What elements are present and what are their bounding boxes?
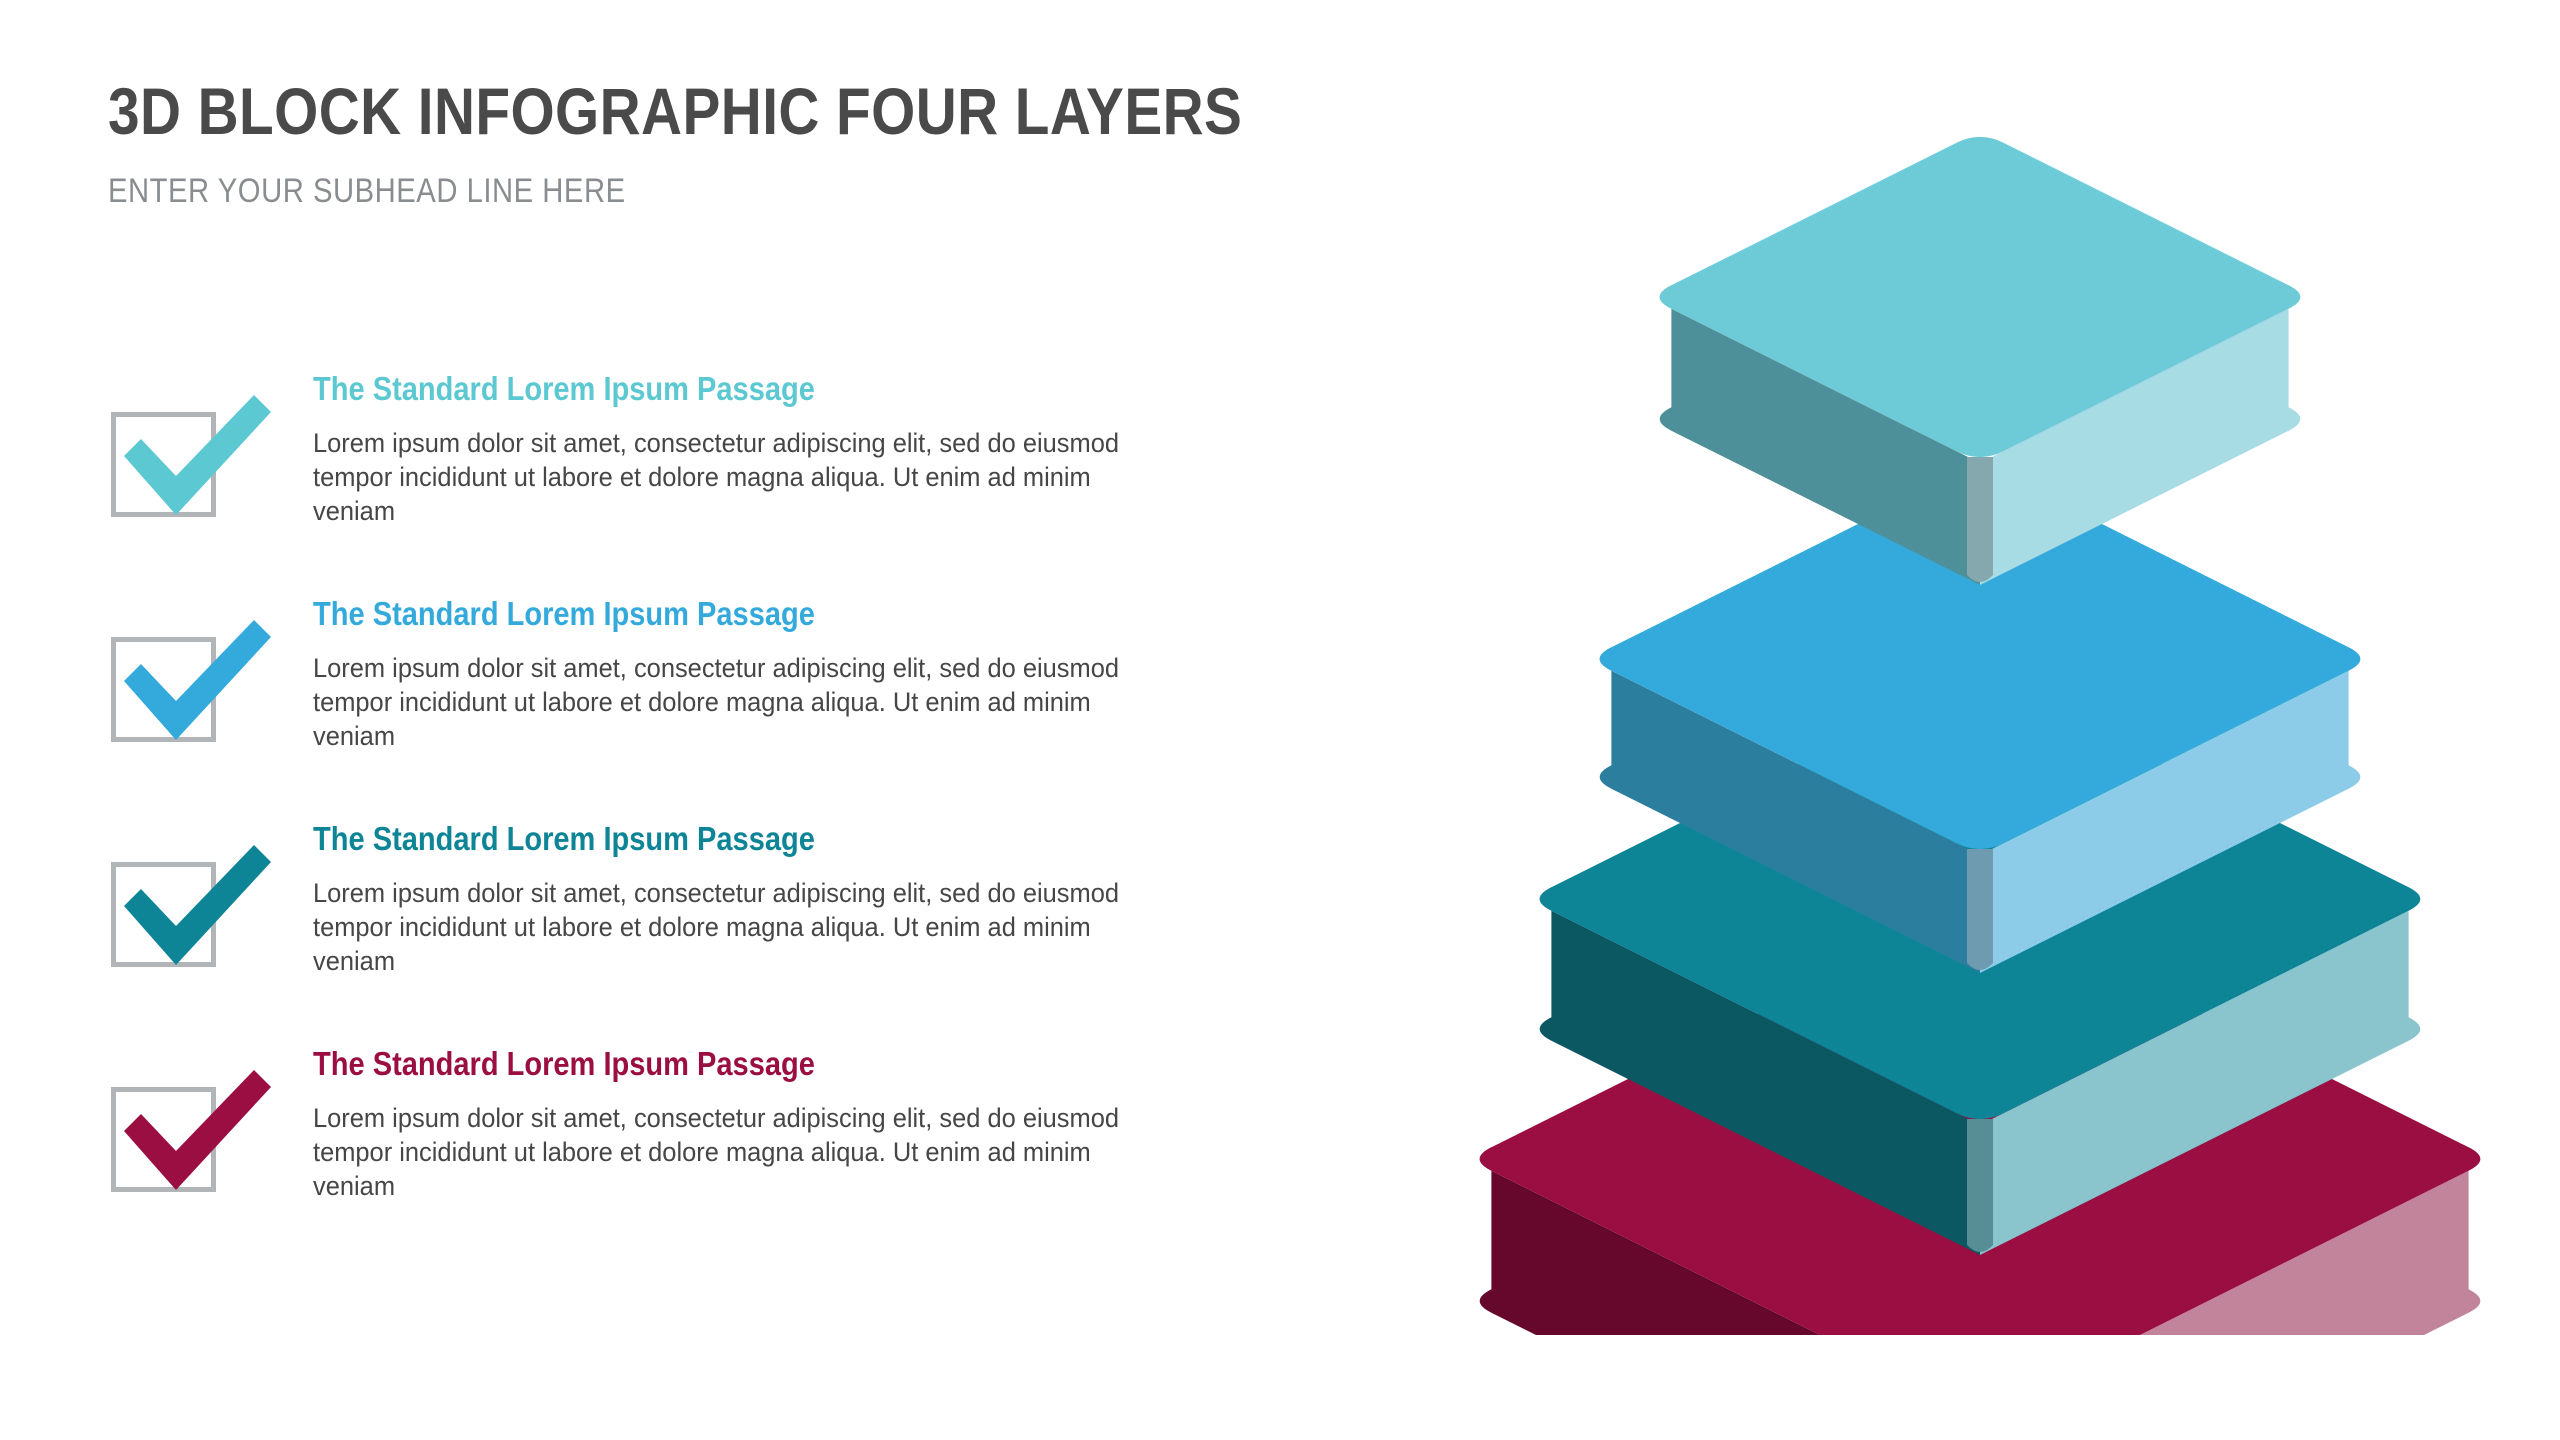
- list-item-title: The Standard Lorem Ipsum Passage: [313, 820, 815, 857]
- list-item-text: The Standard Lorem Ipsum Passage Lorem i…: [313, 822, 1143, 979]
- list-item-title: The Standard Lorem Ipsum Passage: [313, 1045, 815, 1082]
- list-item-text: The Standard Lorem Ipsum Passage Lorem i…: [313, 597, 1143, 754]
- list-item[interactable]: The Standard Lorem Ipsum Passage Lorem i…: [108, 1047, 1188, 1272]
- list-item-body: Lorem ipsum dolor sit amet, consectetur …: [313, 878, 1119, 976]
- list-item-body: Lorem ipsum dolor sit amet, consectetur …: [313, 1103, 1119, 1201]
- layer-2-left-face: [1588, 647, 1980, 973]
- list-item[interactable]: The Standard Lorem Ipsum Passage Lorem i…: [108, 597, 1188, 822]
- checkmark-icon[interactable]: [108, 390, 278, 530]
- list-item[interactable]: The Standard Lorem Ipsum Passage Lorem i…: [108, 822, 1188, 1047]
- layer-4-bottom-right-face: [2140, 1147, 2481, 1335]
- 3d-stack-svg: [1479, 136, 2481, 1335]
- layer-1-top-top-face: [1659, 136, 2301, 458]
- layer-3-front-edge: [1967, 1119, 1993, 1252]
- list-item-text: The Standard Lorem Ipsum Passage Lorem i…: [313, 372, 1143, 529]
- header: 3D BLOCK INFOGRAPHIC FOUR LAYERS ENTER Y…: [108, 78, 1608, 211]
- page-subhead: ENTER YOUR SUBHEAD LINE HERE: [108, 172, 626, 210]
- list-item-body: Lorem ipsum dolor sit amet, consectetur …: [313, 653, 1119, 751]
- layer-1-top-left-face: [1648, 285, 1980, 585]
- checkmark-icon[interactable]: [108, 1065, 278, 1205]
- layer-4-bottom-left-face: [1479, 1147, 1820, 1335]
- layer-1-top: [1648, 136, 2301, 585]
- 3d-stacked-blocks-graphic: [1450, 95, 2510, 1335]
- list-item-title: The Standard Lorem Ipsum Passage: [313, 595, 815, 632]
- layer-3-left-face: [1528, 887, 1980, 1255]
- layer-1-top-front-edge: [1967, 457, 1993, 582]
- layer-3-right-face: [1980, 887, 2421, 1255]
- layer-2-front-edge: [1967, 849, 1993, 970]
- layer-2-right-face: [1980, 647, 2361, 973]
- layer-2: [1588, 468, 2361, 973]
- layer-1-top-right-face: [1980, 285, 2301, 585]
- feature-list: The Standard Lorem Ipsum Passage Lorem i…: [108, 372, 1188, 1272]
- list-item[interactable]: The Standard Lorem Ipsum Passage Lorem i…: [108, 372, 1188, 597]
- layer-2-top-face: [1599, 468, 2361, 850]
- list-item-title: The Standard Lorem Ipsum Passage: [313, 370, 815, 407]
- list-item-body: Lorem ipsum dolor sit amet, consectetur …: [313, 428, 1119, 526]
- checkmark-icon[interactable]: [108, 615, 278, 755]
- checkmark-icon[interactable]: [108, 840, 278, 980]
- page-title: 3D BLOCK INFOGRAPHIC FOUR LAYERS: [108, 74, 1243, 148]
- list-item-text: The Standard Lorem Ipsum Passage Lorem i…: [313, 1047, 1143, 1204]
